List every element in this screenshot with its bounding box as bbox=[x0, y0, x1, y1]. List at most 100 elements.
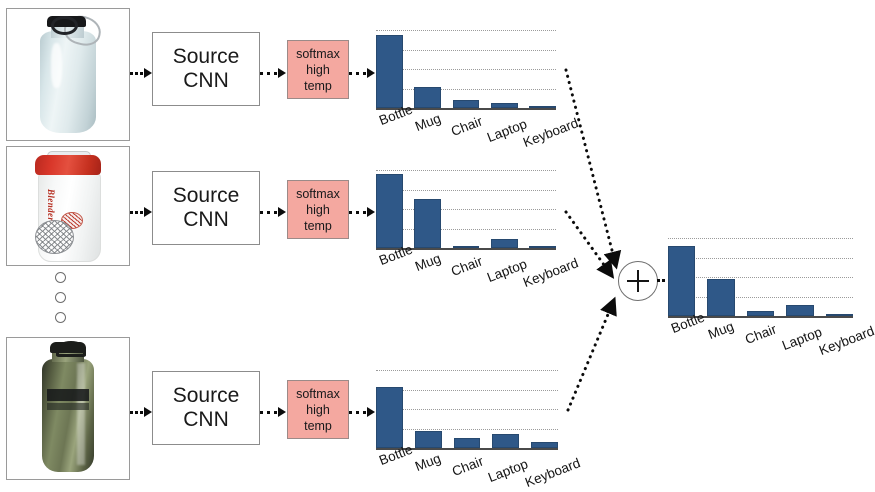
chart-bars bbox=[668, 238, 853, 316]
dotted-line bbox=[130, 71, 143, 75]
chart-bar bbox=[414, 86, 441, 108]
bottle-body bbox=[39, 31, 97, 134]
source-cnn-label-line2: CNN bbox=[183, 69, 229, 92]
arrow-cnn-to-softmax-3 bbox=[260, 407, 286, 417]
chart-x-axis bbox=[376, 108, 556, 110]
dotted-line bbox=[260, 210, 277, 214]
chart-bar bbox=[531, 441, 558, 448]
olive-metal-bottle-photo bbox=[7, 338, 129, 479]
chart-tick-label: Mug bbox=[413, 450, 444, 474]
chart-bar bbox=[452, 245, 480, 248]
chart-tick-label: Keyboard bbox=[521, 255, 581, 291]
softmax-high-temp-box-2[interactable]: softmax high temp bbox=[287, 180, 349, 239]
source-cnn-label-line1: Source bbox=[172, 184, 240, 208]
chart-bar bbox=[786, 305, 814, 316]
source-cnn-box-2[interactable]: Source CNN bbox=[152, 171, 260, 245]
arrow-head bbox=[278, 68, 286, 78]
arrow-image-to-cnn-3 bbox=[130, 407, 152, 417]
chart-bar bbox=[492, 433, 520, 448]
chart-gridline bbox=[376, 428, 558, 430]
source-cnn-label-line2: CNN bbox=[183, 208, 229, 231]
chart-bar bbox=[529, 105, 556, 108]
chart-bars bbox=[376, 370, 558, 448]
chart-bar bbox=[452, 100, 480, 108]
chart-gridline bbox=[668, 257, 853, 259]
chart-bar bbox=[746, 310, 775, 316]
arrow-head bbox=[367, 68, 375, 78]
chart-gridline bbox=[376, 30, 556, 31]
bottle-label-band bbox=[47, 388, 89, 402]
chart-bar bbox=[825, 313, 853, 316]
input-image-panel-3 bbox=[6, 337, 130, 480]
chart-tick-label: Keyboard bbox=[521, 115, 581, 151]
chart-bar bbox=[376, 387, 403, 448]
arrow-cnn-to-softmax-2 bbox=[260, 207, 286, 217]
bottle-body bbox=[42, 359, 94, 472]
softmax-label-line2: high bbox=[306, 202, 330, 217]
arrow-head bbox=[144, 207, 152, 217]
dotted-line bbox=[130, 210, 143, 214]
dotted-line bbox=[260, 71, 277, 75]
input-image-panel-1 bbox=[6, 8, 130, 141]
chart-bar bbox=[376, 173, 403, 248]
chart-tick-label: Chair bbox=[743, 321, 779, 348]
aluminium-water-bottle-photo bbox=[7, 9, 129, 140]
chart-bar bbox=[529, 245, 556, 248]
softmax-high-temp-box-1[interactable]: softmax high temp bbox=[287, 40, 349, 99]
chart-tick-label: Laptop bbox=[780, 323, 824, 353]
source-cnn-label-line1: Source bbox=[172, 384, 240, 408]
source-cnn-box-3[interactable]: Source CNN bbox=[152, 371, 260, 445]
chart-bar bbox=[453, 437, 481, 448]
cap-ring bbox=[50, 16, 78, 36]
chart-tick-label: Chair bbox=[449, 253, 485, 280]
chart-bar bbox=[414, 198, 441, 248]
dotted-line bbox=[657, 278, 671, 282]
chart-gridline bbox=[376, 189, 556, 191]
bottle-highlight bbox=[50, 43, 62, 88]
chart-gridline bbox=[376, 88, 556, 90]
arrow-softmax-to-chart-3 bbox=[349, 407, 375, 417]
arrow-image-to-cnn-1 bbox=[130, 68, 152, 78]
whisk-ball-icon bbox=[35, 220, 74, 255]
chart-gridline bbox=[376, 69, 556, 70]
chart-bars bbox=[376, 170, 556, 248]
bottle-label-band-secondary bbox=[47, 402, 89, 410]
ellipsis-dot bbox=[55, 272, 66, 283]
chart-gridline bbox=[376, 370, 558, 371]
softmax-label-line1: softmax bbox=[296, 46, 340, 61]
sum-operator[interactable] bbox=[618, 261, 658, 301]
arrow-softmax-to-chart-2 bbox=[349, 207, 375, 217]
chart-gridline bbox=[376, 409, 558, 410]
blender-wordmark: Blender bbox=[45, 189, 56, 222]
softmax-high-temp-box-3[interactable]: softmax high temp bbox=[287, 380, 349, 439]
arrow-head bbox=[144, 68, 152, 78]
chart-tick-label: Keyboard bbox=[522, 455, 582, 491]
bottle-cap bbox=[49, 342, 87, 354]
chart-tick-label: Keyboard bbox=[817, 323, 875, 359]
chart-tick-label: Laptop bbox=[486, 455, 531, 485]
chart-bar bbox=[707, 278, 735, 316]
arrow-image-to-cnn-2 bbox=[130, 207, 152, 217]
dotted-line bbox=[349, 71, 366, 75]
chart-gridline bbox=[376, 49, 556, 51]
arrow-head bbox=[367, 207, 375, 217]
chart-bar bbox=[491, 238, 518, 248]
chart-gridline bbox=[668, 238, 853, 239]
chart-gridline bbox=[376, 228, 556, 230]
chart-gridline bbox=[376, 170, 556, 171]
dotted-line bbox=[349, 410, 366, 414]
softmax-label-line1: softmax bbox=[296, 186, 340, 201]
softmax-label-line2: high bbox=[306, 402, 330, 417]
chart-gridline bbox=[668, 277, 853, 278]
chart-tick-label: Mug bbox=[413, 250, 443, 274]
source-cnn-box-1[interactable]: Source CNN bbox=[152, 32, 260, 106]
softmax-label-line1: softmax bbox=[296, 386, 340, 401]
arrow-cnn-to-softmax-1 bbox=[260, 68, 286, 78]
input-image-panel-2: Blender bbox=[6, 146, 130, 266]
arrow-head bbox=[144, 407, 152, 417]
bottle-cap bbox=[35, 155, 101, 176]
chart-bars bbox=[376, 30, 556, 108]
